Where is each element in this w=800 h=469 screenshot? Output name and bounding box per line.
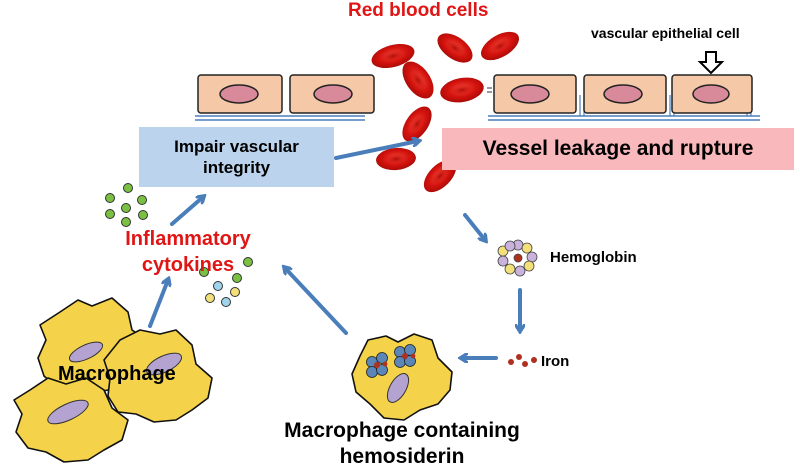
vessel-leakage-label: Vessel leakage and rupture (482, 137, 754, 160)
arrow-macrophage-to-cytokines (285, 268, 348, 335)
arrow-integrity-to-leakage (334, 141, 418, 160)
macrophage-cluster (13, 297, 213, 463)
impair-integrity-label: Impair vascular integrity (174, 137, 299, 177)
epithelial-cell (197, 74, 283, 114)
hemoglobin-label: Hemoglobin (550, 249, 637, 266)
vessel-leakage-box: Vessel leakage and rupture (442, 128, 794, 170)
cytokine-dots (105, 183, 253, 307)
iron-icon (508, 354, 537, 367)
impair-integrity-box: Impair vascular integrity (139, 127, 334, 187)
epithelial-cell (583, 74, 667, 114)
hemosiderin-granule (366, 352, 388, 378)
arrow-macrophage-to-cytokines-left (148, 280, 168, 328)
arrow-leakage-to-hemoglobin (463, 213, 485, 240)
vascular-epithelial-cell-label: vascular epithelial cell (591, 25, 740, 41)
down-arrow-icon (697, 51, 725, 75)
arrow-cytokines-to-integrity (170, 197, 203, 226)
macrophage-hemosiderin-label: Macrophage containing hemosiderin (284, 419, 520, 468)
macrophage-cell (103, 329, 213, 423)
red-blood-cells-label: Red blood cells (348, 0, 489, 21)
hemoglobin-icon (497, 239, 538, 277)
epithelial-cell (289, 74, 375, 114)
red-blood-cells (371, 31, 519, 193)
macrophage-label: Macrophage (58, 363, 176, 385)
hemosiderin-macrophage (351, 333, 453, 421)
epithelial-cell (671, 74, 753, 114)
iron-label: Iron (541, 353, 570, 370)
macrophage-cell (13, 377, 129, 463)
inflammatory-cytokines-label: Inflammatory cytokines (125, 228, 251, 276)
hemosiderin-granule (394, 344, 416, 368)
epithelial-cell (493, 74, 577, 114)
